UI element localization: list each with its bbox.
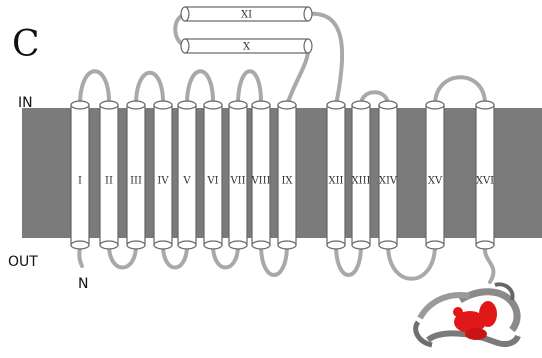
helix-xv: XV (426, 101, 444, 249)
helix-viii: VIII (250, 101, 270, 249)
helix-v-bottom-cap (178, 241, 196, 249)
helix-ix-top-cap (278, 101, 296, 109)
helix-xii-top-cap (327, 101, 345, 109)
c-terminus-tail (485, 250, 493, 282)
helix-iv-bottom-cap (154, 241, 172, 249)
helix-xii-bottom-cap (327, 241, 345, 249)
helix-iii-top-cap (127, 101, 145, 109)
helix-xvi-label: XVI (476, 176, 494, 187)
helix-viii-top-cap (252, 101, 270, 109)
helix-xvi-top-cap (476, 101, 494, 109)
helix-v-label: V (182, 176, 191, 187)
helix-vi-top-cap (204, 101, 222, 109)
helix-xiii-top-cap (352, 101, 370, 109)
helix-xi: XI (181, 7, 312, 21)
helix-vii-bottom-cap (229, 241, 247, 249)
helix-xii-label: XII (328, 176, 343, 187)
helix-vii-top-cap (229, 101, 247, 109)
helix-iv-label: IV (157, 176, 169, 187)
helix-xvi: XVI (476, 101, 494, 249)
helix-xiii: XIII (352, 101, 371, 249)
helix-xi-left-cap (181, 7, 189, 21)
helix-ii-top-cap (100, 101, 118, 109)
helix-ix-label: IX (281, 176, 293, 187)
helix-x-label: X (243, 42, 251, 53)
out-label: OUT (8, 254, 38, 270)
loop-ix-x (287, 46, 308, 105)
helix-xiv-top-cap (379, 101, 397, 109)
helix-xv-bottom-cap (426, 241, 444, 249)
loop-xiv-xv (388, 245, 435, 279)
helix-xiv: XIV (379, 101, 398, 249)
helix-xiii-label: XIII (352, 176, 371, 187)
helix-iv-top-cap (154, 101, 172, 109)
n-terminus-tail (79, 248, 82, 266)
helix-ii-label: II (105, 176, 113, 187)
helix-i-bottom-cap (71, 241, 89, 249)
helix-i: I (71, 101, 89, 249)
loop-xii-xiii (336, 245, 361, 275)
helix-xiii-bottom-cap (352, 241, 370, 249)
helix-v-top-cap (178, 101, 196, 109)
loop-xv-xvi (435, 77, 485, 105)
helix-vi: VI (204, 101, 222, 249)
helix-xv-top-cap (426, 101, 444, 109)
loop-viii-ix (261, 245, 287, 275)
c-terminal-domain (416, 284, 518, 345)
helix-xvi-bottom-cap (476, 241, 494, 249)
helix-x: X (181, 39, 312, 53)
in-label: IN (18, 95, 33, 111)
helix-xiv-label: XIV (379, 176, 398, 187)
loop-i-ii (80, 71, 109, 105)
domain-red-4 (453, 307, 463, 317)
helix-i-label: I (78, 176, 82, 187)
helix-ix: IX (278, 101, 296, 249)
helix-vi-bottom-cap (204, 241, 222, 249)
loop-vii-viii (238, 71, 261, 105)
helix-ii: II (100, 101, 118, 249)
helix-xv-label: XV (428, 176, 443, 187)
helix-vi-label: VI (206, 176, 218, 187)
helix-xi-right-cap (304, 7, 312, 21)
loop-v-vi (187, 71, 213, 105)
helix-x-right-cap (304, 39, 312, 53)
helix-viii-label: VIII (250, 176, 270, 187)
domain-red-2 (479, 301, 497, 327)
helix-iii-label: III (130, 176, 142, 187)
helix-xii: XII (327, 101, 345, 249)
helix-ii-bottom-cap (100, 241, 118, 249)
helix-xiv-bottom-cap (379, 241, 397, 249)
helix-i-top-cap (71, 101, 89, 109)
helix-x-left-cap (181, 39, 189, 53)
loop-xi-xii (308, 14, 342, 105)
panel-letter: C (12, 24, 40, 65)
n-terminus-label: N (78, 276, 88, 292)
helix-vii: VII (229, 101, 247, 249)
helix-v: V (178, 101, 196, 249)
helix-ix-bottom-cap (278, 241, 296, 249)
helix-iii: III (127, 101, 145, 249)
helix-viii-bottom-cap (252, 241, 270, 249)
loop-iii-iv (136, 73, 163, 105)
domain-red-3 (465, 328, 487, 340)
helix-xi-label: XI (241, 10, 252, 21)
helix-iv: IV (154, 101, 172, 249)
helix-vii-label: VII (229, 176, 245, 187)
helix-iii-bottom-cap (127, 241, 145, 249)
